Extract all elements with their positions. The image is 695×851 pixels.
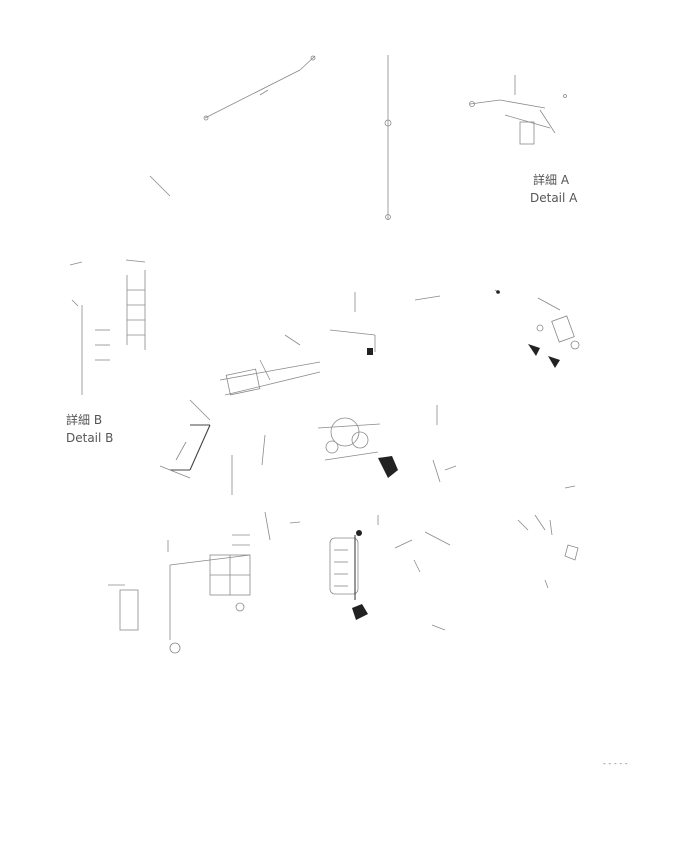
top-leader-lines bbox=[149, 55, 392, 220]
detail-b-label-jp: 詳細 B bbox=[66, 413, 103, 427]
lower-center-part bbox=[329, 515, 451, 631]
central-mechanism bbox=[189, 289, 501, 421]
right-lower-parts bbox=[517, 485, 579, 589]
lower-left-module bbox=[108, 511, 301, 654]
detail-a-label-jp: 詳細 A bbox=[533, 173, 570, 187]
detail-b-assembly bbox=[69, 259, 146, 395]
drawing-code: - - - - - bbox=[603, 759, 628, 768]
right-upper-parts bbox=[528, 297, 580, 368]
gear-cluster bbox=[317, 405, 457, 483]
detail-b-label-en: Detail B bbox=[66, 431, 114, 445]
detail-a-label-en: Detail A bbox=[530, 191, 578, 205]
left-bracket bbox=[159, 424, 266, 495]
detail-a-assembly bbox=[469, 75, 567, 145]
